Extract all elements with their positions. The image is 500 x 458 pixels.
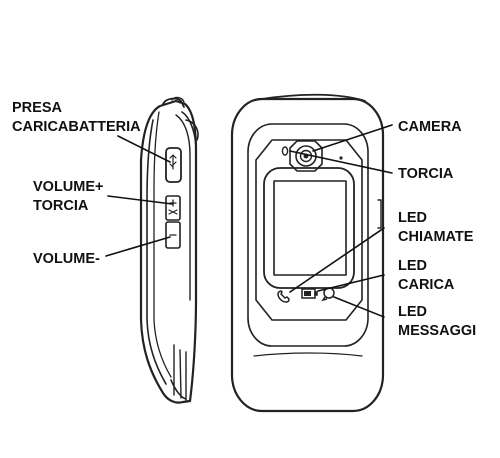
label-led-charge-line1: LED [398,258,427,274]
leader-volume-down [105,236,171,257]
call-led-icon [277,290,290,303]
battery-led-icon [301,288,318,299]
label-led-charge-line2: CARICA [398,277,455,293]
leader-led-charge [317,274,385,292]
label-led-calls-line1: LED [398,210,427,226]
phone-side-view [139,96,199,404]
label-camera: CAMERA [398,119,462,135]
leader-lines [105,124,393,318]
leader-led-calls [289,227,385,293]
leader-torch [289,150,393,174]
label-led-calls-line2: CHIAMATE [398,229,474,245]
phone-front-view [230,93,385,413]
torch-led-icon [281,146,289,156]
camera-icon [289,140,323,172]
leader-charger-port [117,135,171,163]
label-charger-port-line2: CARICABATTERIA [12,119,141,135]
label-led-messages-line2: MESSAGGI [398,323,476,339]
label-volume-up: VOLUME+ [33,179,104,195]
leader-led-messages [333,296,385,318]
sensor-dot [339,156,343,160]
leader-camera [312,124,393,152]
labels: PRESA CARICABATTERIA VOLUME+ TORCIA VOLU… [12,100,476,339]
label-volume-down: VOLUME- [33,251,100,267]
leader-volume-up [107,195,173,205]
label-torch-button: TORCIA [33,198,89,214]
label-torch: TORCIA [398,166,454,182]
label-led-messages-line1: LED [398,304,427,320]
label-charger-port-line1: PRESA [12,100,62,116]
